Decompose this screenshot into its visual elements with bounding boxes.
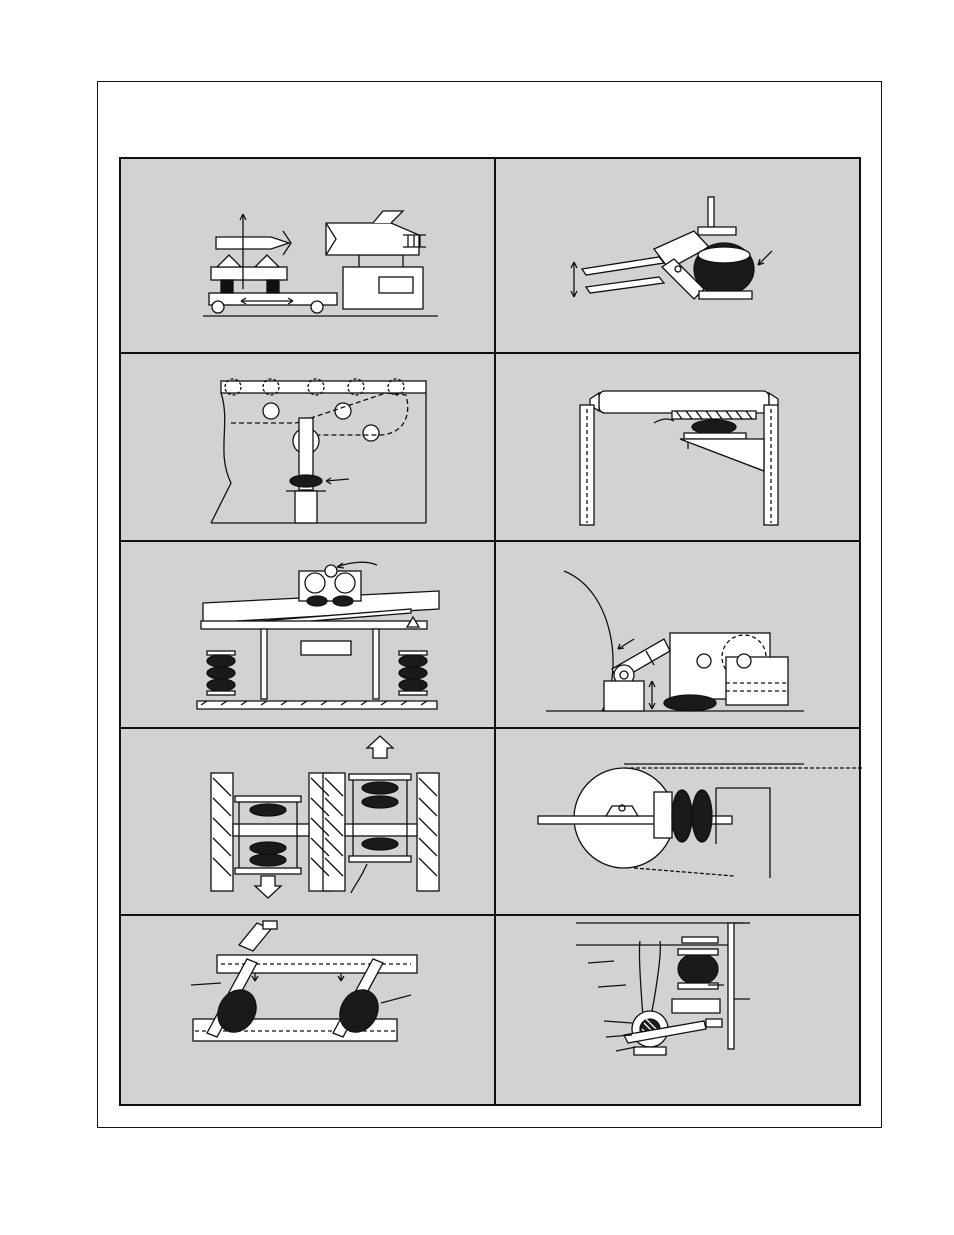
belt-drive-drawing [494,728,863,914]
panel-clamp-jaw-actuator [494,159,863,352]
panel-missile-transfer-cart [121,159,494,352]
dual-column-press-drawing [121,728,494,914]
clamp-jaw-drawing [494,159,863,352]
bearing-mount-drawing [494,915,863,1104]
illustration-grid [119,157,861,1106]
panel-belt-drive-tensioner [494,728,863,914]
panel-dual-column-press [121,728,494,914]
panel-roll-contact-pivot [494,541,863,727]
panel-bearing-mount-suspension [494,915,863,1104]
missile-cart-drawing [121,159,494,352]
roll-stand-drawing [494,353,863,540]
chain-conveyor-drawing [121,353,494,540]
vibratory-conveyor-drawing [121,541,494,727]
parallel-link-lift-drawing [121,915,494,1104]
panel-roll-support-stand [494,353,863,540]
panel-vibratory-conveyor-isolators [121,541,494,727]
panel-chain-conveyor-tensioner [121,353,494,540]
roll-pivot-drawing [494,541,863,727]
panel-parallel-link-lift [121,915,494,1104]
